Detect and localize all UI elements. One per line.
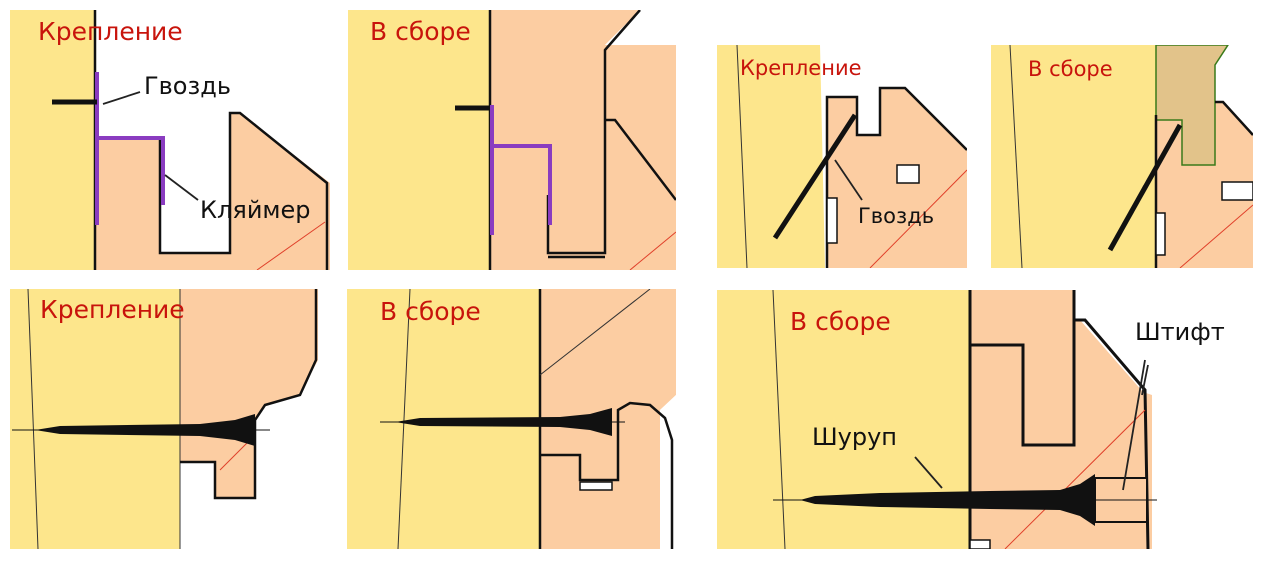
- panel-1-title: Крепление: [38, 17, 183, 46]
- nail-label: Гвоздь: [144, 72, 231, 100]
- screw: [35, 414, 255, 446]
- screw: [800, 474, 1095, 526]
- panel-clamp-fastening: [10, 10, 330, 270]
- nail: [772, 113, 858, 240]
- panel-nail-fastening: [717, 45, 967, 268]
- insert-block: [1155, 45, 1229, 166]
- panel-clamp-assembled: [348, 10, 676, 270]
- panel-7-title: В сборе: [790, 307, 891, 336]
- panel-screw-fastening: [10, 289, 318, 549]
- panel-3-title: Крепление: [740, 56, 862, 80]
- panel-4-title: В сборе: [1028, 57, 1113, 81]
- dowel-label: Штифт: [1135, 318, 1225, 346]
- wall-board: [10, 10, 95, 270]
- panel-screw-assembled: [347, 289, 676, 549]
- clamp: [97, 136, 165, 205]
- panel-2-title: В сборе: [370, 17, 471, 46]
- panel-board: [95, 113, 330, 270]
- panel-nail-assembled: [991, 45, 1253, 268]
- screw-label: Шуруп: [812, 423, 897, 451]
- panel-6-title: В сборе: [380, 297, 481, 326]
- panel-screw-dowel-assembled: [717, 290, 1157, 549]
- clamp-label: Кляймер: [200, 196, 311, 224]
- panel-5-title: Крепление: [40, 295, 185, 324]
- nail-label-2: Гвоздь: [858, 204, 934, 228]
